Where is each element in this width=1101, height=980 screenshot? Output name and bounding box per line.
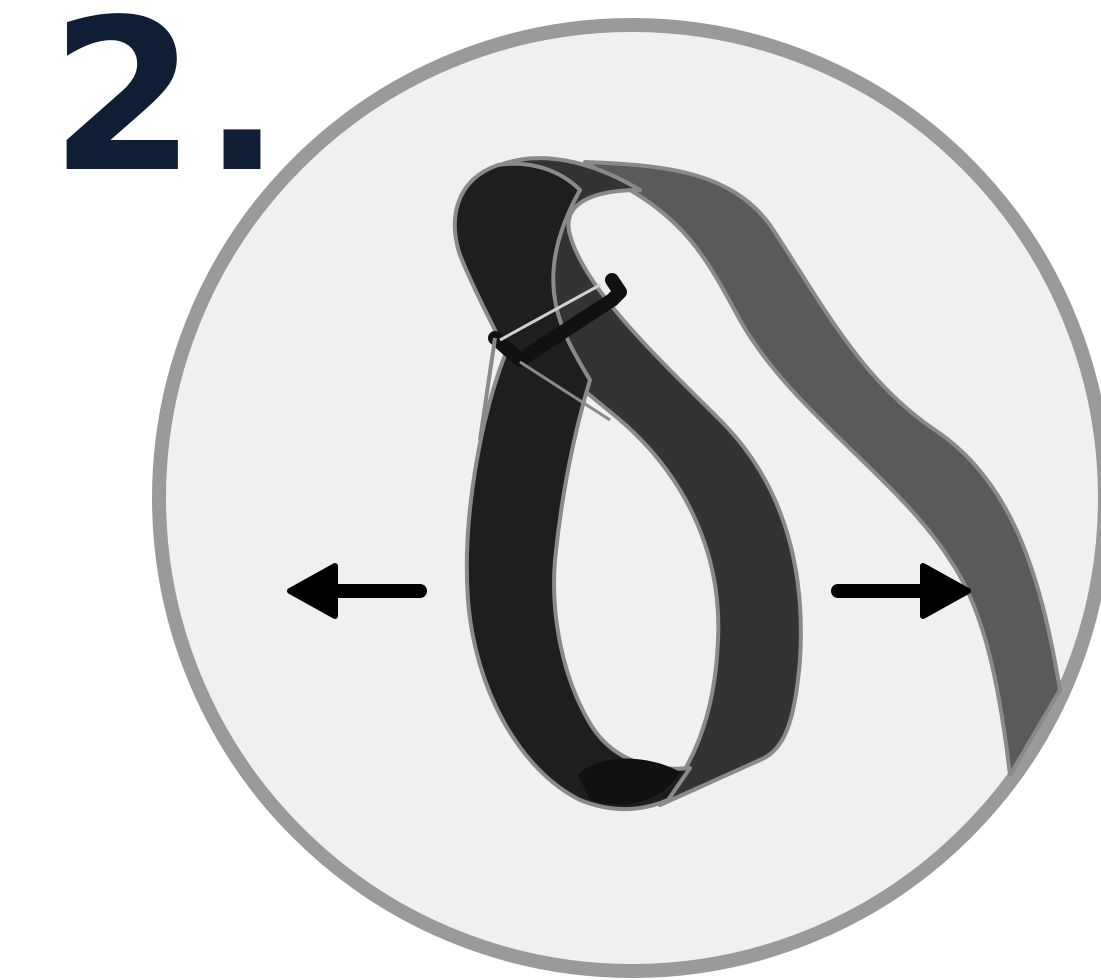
- step-number: 2.: [50, 0, 288, 202]
